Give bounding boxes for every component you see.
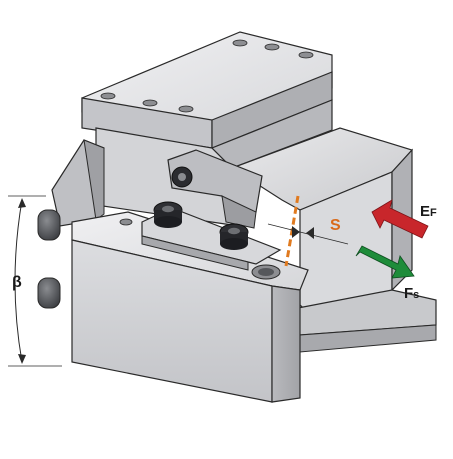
gap-marker bbox=[267, 195, 349, 267]
angle-dimension bbox=[8, 195, 62, 367]
socket-head-bolt-icon bbox=[153, 201, 183, 228]
angle-label: β bbox=[12, 274, 22, 291]
clamp-lever bbox=[167, 149, 263, 229]
force-f-arrow bbox=[355, 245, 415, 279]
force-e-label: EF bbox=[420, 203, 437, 220]
top-plate bbox=[81, 31, 333, 149]
force-e-arrow bbox=[371, 199, 429, 239]
left-slanted-body bbox=[51, 139, 105, 227]
force-e-main: E bbox=[420, 203, 430, 220]
left-knobs bbox=[37, 209, 61, 309]
gap-label: S bbox=[330, 217, 341, 234]
force-f-sub: s bbox=[413, 289, 419, 301]
force-f-label: Fs bbox=[404, 285, 419, 302]
socket-head-bolt-icon bbox=[219, 223, 249, 250]
force-e-sub: F bbox=[430, 207, 437, 219]
force-f-main: F bbox=[404, 285, 413, 302]
